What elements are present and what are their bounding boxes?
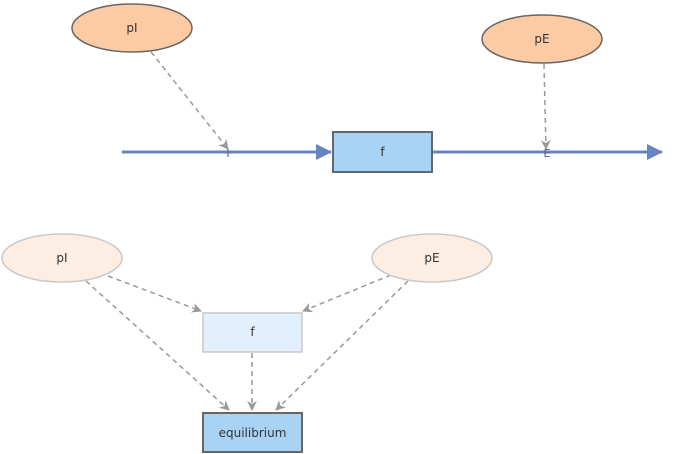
faded-param-pE-label: pE bbox=[424, 251, 439, 265]
edge-pE-to-E bbox=[540, 63, 551, 150]
function-f-node[interactable]: f bbox=[332, 131, 433, 173]
equilibrium-node[interactable]: equilibrium bbox=[202, 412, 303, 453]
faded-param-pI-label: pI bbox=[56, 251, 67, 265]
edge-pE-to-equilibrium bbox=[275, 280, 409, 411]
function-f-label: f bbox=[380, 145, 385, 159]
faded-function-f-node[interactable]: f bbox=[202, 312, 303, 353]
param-pI-node[interactable]: pI bbox=[71, 3, 193, 53]
faded-function-f-label: f bbox=[250, 325, 255, 339]
faded-param-pI-node[interactable]: pI bbox=[1, 233, 123, 283]
param-pE-label: pE bbox=[534, 32, 549, 46]
param-pI-label: pI bbox=[126, 21, 137, 35]
param-pE-node[interactable]: pE bbox=[481, 14, 603, 64]
output-marker-label: E bbox=[544, 147, 551, 160]
input-marker-label: I bbox=[226, 147, 229, 160]
faded-param-pE-node[interactable]: pE bbox=[371, 233, 493, 283]
edge-pI-to-f bbox=[107, 275, 202, 313]
equilibrium-label: equilibrium bbox=[219, 426, 287, 440]
edge-pI-to-I bbox=[150, 51, 229, 150]
edge-pE-to-f bbox=[302, 274, 392, 313]
